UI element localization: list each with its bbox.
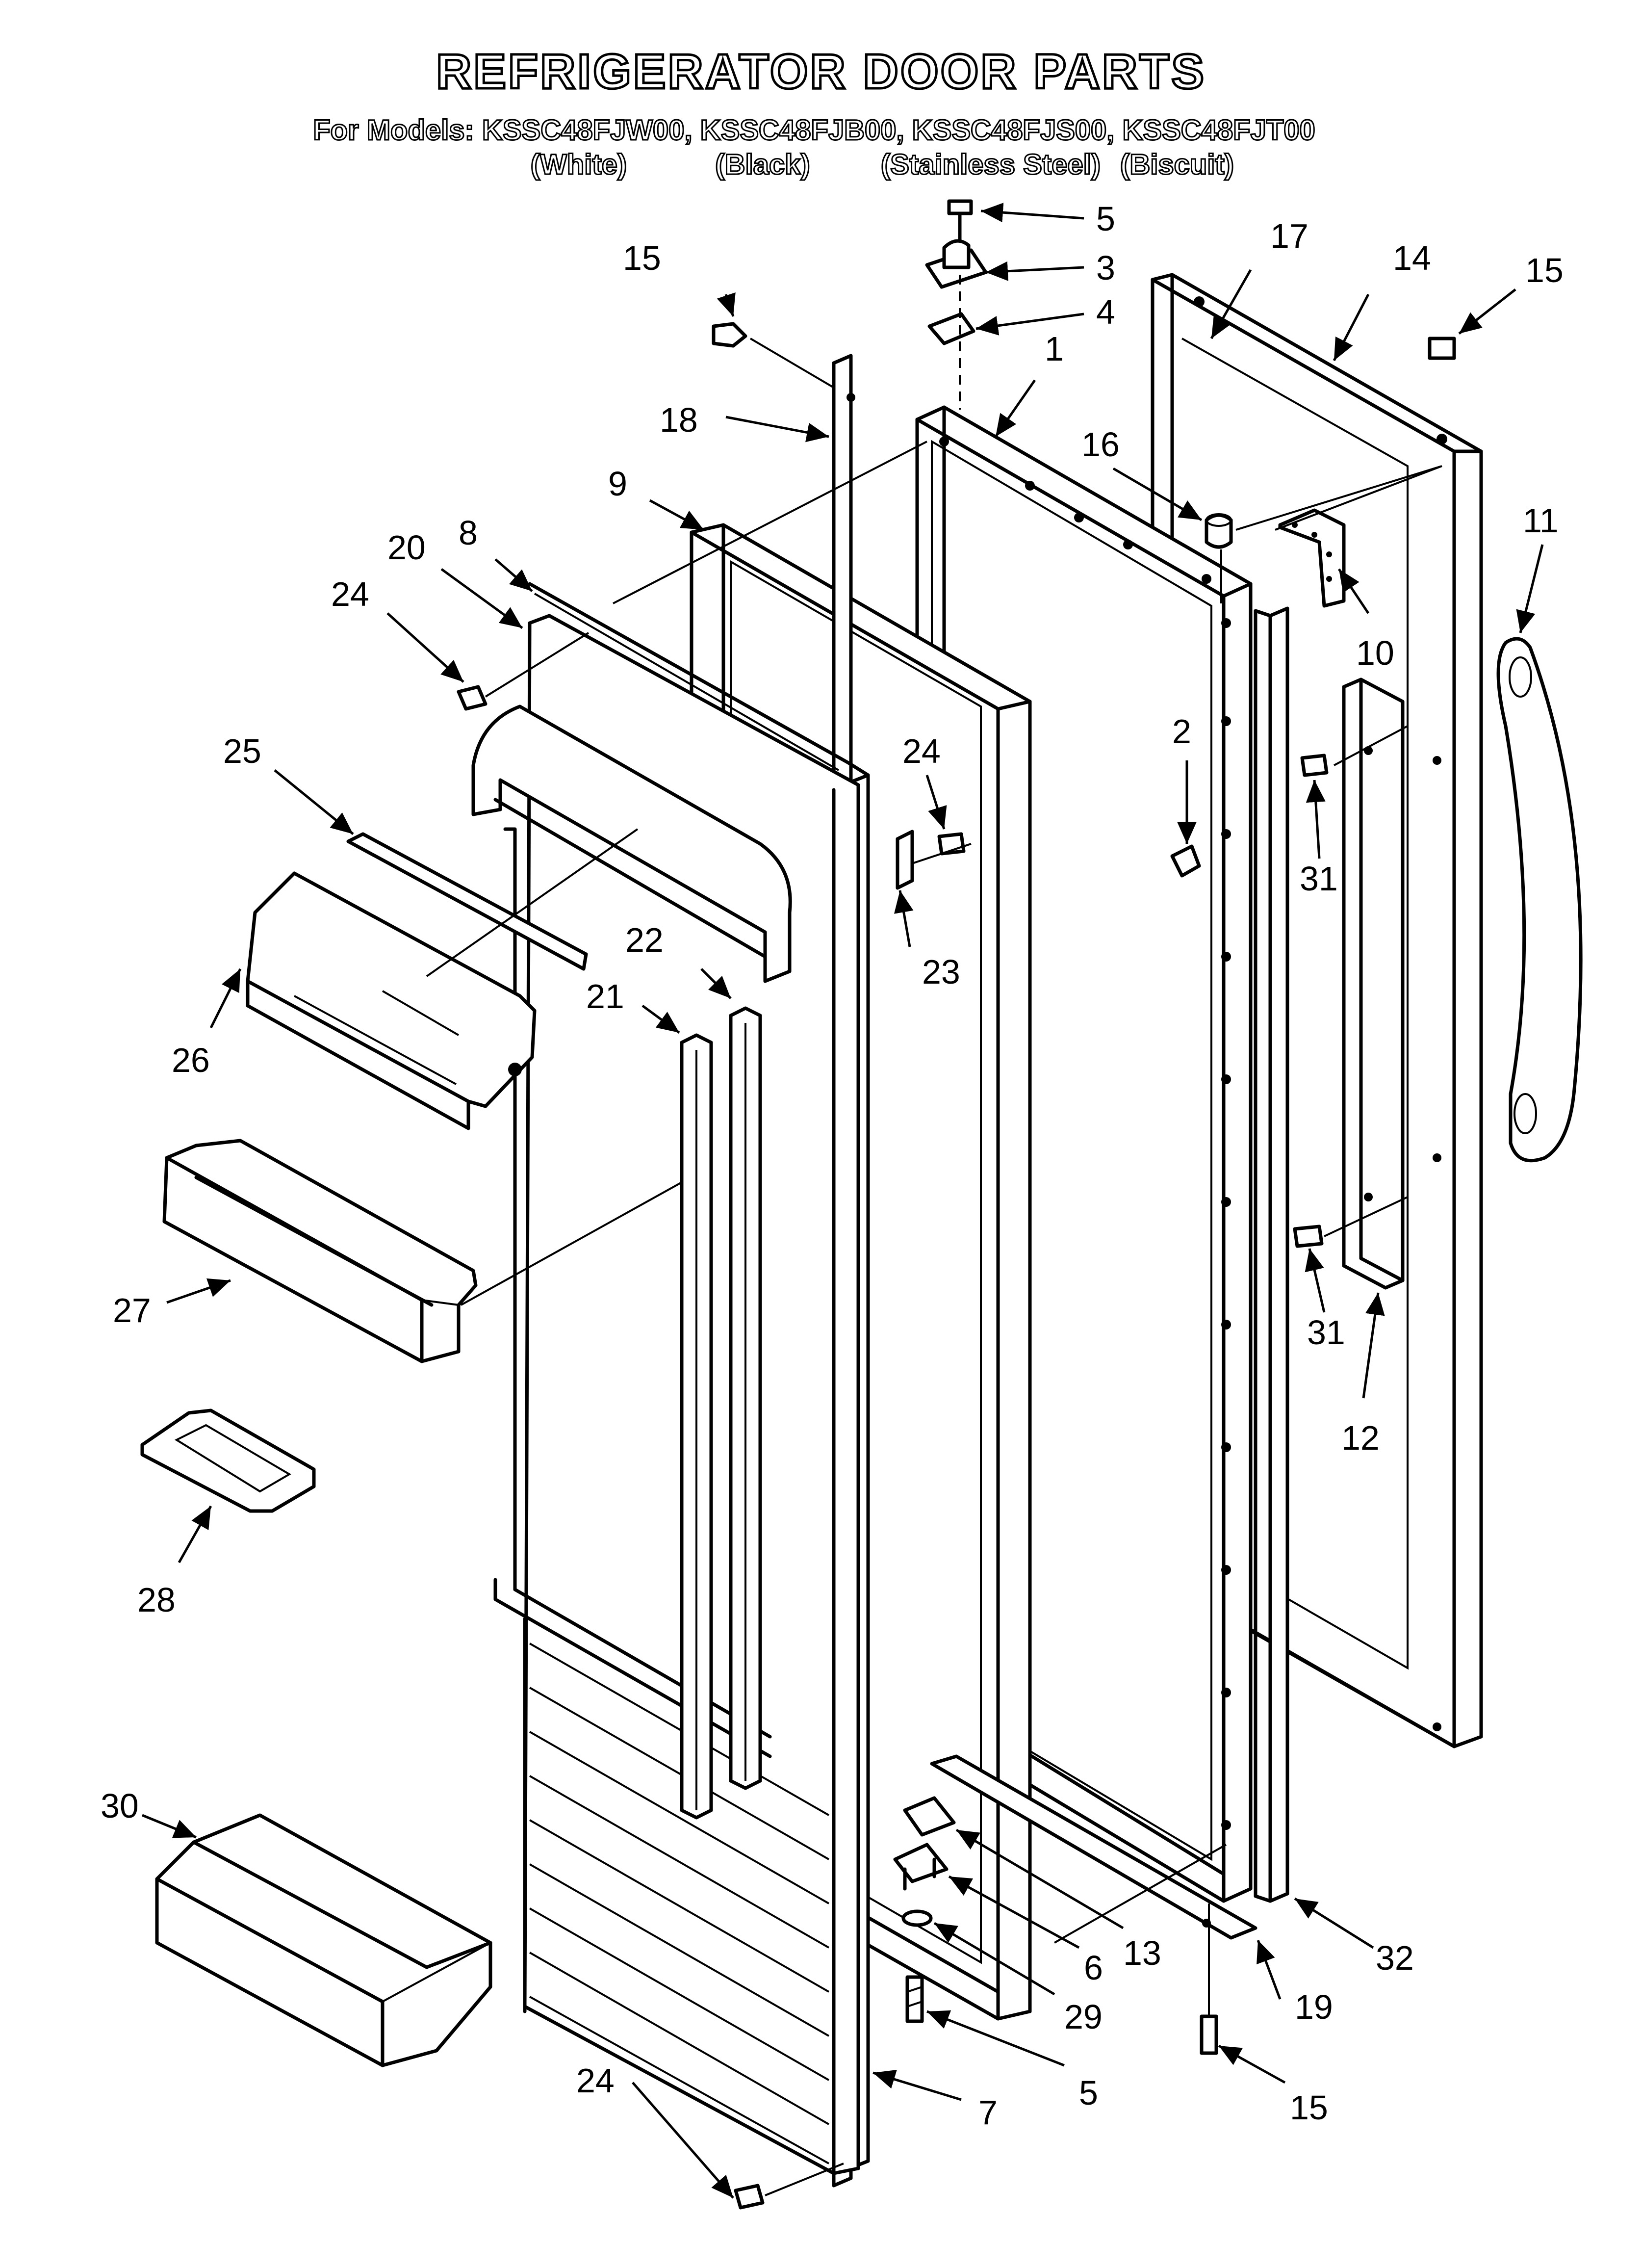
part-28-tray xyxy=(140,1408,316,1513)
callout-26: 26 xyxy=(172,1041,210,1079)
callout-9: 9 xyxy=(608,465,627,503)
callout-24-bottom: 24 xyxy=(576,2061,615,2100)
color-biscuit: (Biscuit) xyxy=(1120,149,1234,181)
models-line: For Models: KSSC48FJW00, KSSC48FJB00, KS… xyxy=(313,114,1315,146)
callout-32: 32 xyxy=(1376,1939,1414,1977)
color-black: (Black) xyxy=(715,149,810,181)
callout-31-upper: 31 xyxy=(1300,860,1338,898)
color-stainless-steel: (Stainless Steel) xyxy=(881,149,1101,181)
callout-28: 28 xyxy=(137,1581,176,1619)
screw-31-upper xyxy=(1300,754,1329,777)
part-5-screw-top xyxy=(947,199,973,242)
part-4-hinge-shim xyxy=(927,312,975,345)
part-26-dairy-cover xyxy=(246,871,537,1130)
callout-25: 25 xyxy=(223,732,261,770)
callout-7: 7 xyxy=(978,2093,998,2132)
part-12-channel xyxy=(1342,678,1405,1290)
screw-24-top-left xyxy=(457,685,487,711)
part-2-clip xyxy=(1170,844,1201,878)
callout-18: 18 xyxy=(660,401,698,439)
callout-5-bottom: 5 xyxy=(1079,2074,1098,2112)
part-13-bottom-hinge-shim xyxy=(903,1796,956,1837)
callout-11: 11 xyxy=(1523,501,1559,540)
part-21-rail xyxy=(680,1033,713,1820)
callout-14: 14 xyxy=(1393,239,1431,277)
callout-19: 19 xyxy=(1295,1988,1333,2026)
callout-21: 21 xyxy=(586,977,624,1016)
part-29-washer xyxy=(901,1909,933,1927)
callout-6: 6 xyxy=(1084,1949,1103,1987)
part-3-top-hinge xyxy=(925,239,988,289)
page-title: REFRIGERATOR DOOR PARTS xyxy=(436,44,1206,99)
assembly-lines xyxy=(426,275,1442,2196)
callout-15-top-right: 15 xyxy=(1525,251,1564,289)
part-16-plug xyxy=(1205,513,1233,549)
callout-3: 3 xyxy=(1096,249,1115,287)
callout-17: 17 xyxy=(1270,217,1308,255)
callout-4: 4 xyxy=(1096,293,1115,331)
part-27-door-bin xyxy=(162,1139,478,1363)
callout-22: 22 xyxy=(625,921,664,959)
screw-15-bottom xyxy=(1200,2014,1218,2055)
screw-15-top-right xyxy=(1428,337,1456,360)
color-white: (White) xyxy=(531,149,627,181)
callout-13: 13 xyxy=(1123,1934,1161,1972)
callout-20: 20 xyxy=(387,528,426,567)
callout-30: 30 xyxy=(101,1787,139,1825)
callout-27: 27 xyxy=(113,1291,151,1330)
callout-29: 29 xyxy=(1064,1998,1103,2036)
callout-5-top: 5 xyxy=(1096,200,1115,238)
part-5-screw-bottom xyxy=(905,1975,924,2023)
part-23-plate xyxy=(896,830,914,890)
screw-31-lower xyxy=(1293,1225,1324,1248)
callout-23: 23 xyxy=(922,953,960,991)
callout-24-middle: 24 xyxy=(902,732,941,770)
leader-lines xyxy=(142,203,1544,2199)
part-22-rail xyxy=(729,1006,762,1790)
callout-1: 1 xyxy=(1045,330,1064,368)
part-11-handle xyxy=(1496,637,1583,1163)
callout-15-top-left: 15 xyxy=(623,239,661,277)
callout-10: 10 xyxy=(1356,634,1394,672)
callout-labels: 5 3 4 15 17 14 15 18 1 16 9 8 20 24 10 1… xyxy=(101,200,1564,2132)
callout-16: 16 xyxy=(1081,425,1120,464)
part-30-large-bin xyxy=(155,1813,492,2067)
part-32-strip xyxy=(1254,606,1289,1903)
callout-12: 12 xyxy=(1341,1419,1380,1457)
part-6-bottom-hinge xyxy=(893,1843,949,1891)
callout-31-lower: 31 xyxy=(1307,1313,1345,1352)
screw-15-top-left xyxy=(712,322,747,348)
part-20-door-liner xyxy=(471,582,870,2175)
callout-8: 8 xyxy=(459,514,478,552)
callout-24-top-left: 24 xyxy=(331,575,369,613)
part-25-bar xyxy=(346,832,588,971)
callout-15-bottom: 15 xyxy=(1290,2088,1328,2127)
screw-24-bottom xyxy=(734,2184,765,2210)
callout-2: 2 xyxy=(1172,712,1191,751)
